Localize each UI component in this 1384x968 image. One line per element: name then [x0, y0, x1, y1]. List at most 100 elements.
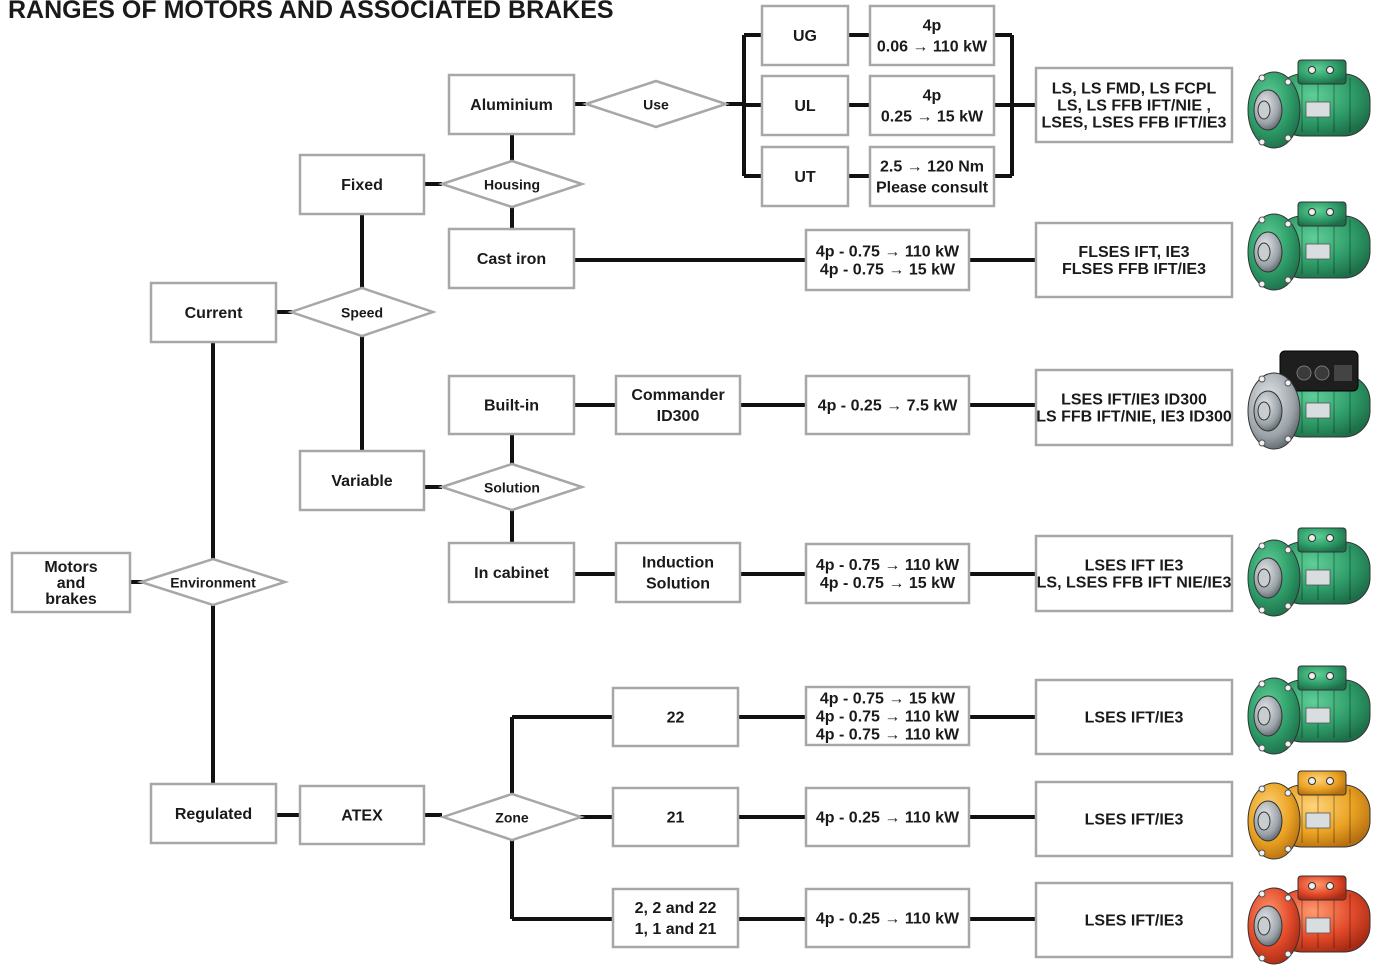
power-cabinet-box-frame: [804, 542, 971, 605]
page-title: RANGES OF MOTORS AND ASSOCIATED BRAKES: [8, 0, 614, 24]
products-cabinet-box-text-1: LS, LSES FFB IFT NIE/IE3: [1037, 575, 1232, 592]
products-zone-multi-box-text-0: LSES IFT/IE3: [1085, 913, 1184, 930]
products-built-in-box-text-1: LS FFB IFT/NIE, IE3 ID300: [1036, 409, 1232, 426]
ut-box-frame: [760, 145, 850, 208]
power-ug-box: 4p0.06 → 110 kW: [868, 4, 996, 67]
motors-and-brakes-box-text-0: Motors: [44, 559, 97, 576]
current-box-frame: [149, 281, 278, 344]
motor-green-image-1: [1247, 59, 1371, 149]
solution-diamond-shape: [437, 462, 587, 512]
environment-diamond-shape: [136, 557, 290, 607]
zone-multi-box: 2, 2 and 22 1, 1 and 21: [611, 887, 740, 949]
cast-iron-box-text-0: Cast iron: [477, 251, 546, 268]
power-ul-box-frame: [868, 74, 996, 137]
products-zone-22-box: LSES IFT/IE3: [1034, 678, 1234, 756]
induction-solution-box-frame: [614, 541, 742, 604]
induction-solution-box-text-1: Solution: [646, 576, 710, 593]
products-cast-iron-box-text-0: FLSES IFT, IE3: [1078, 244, 1189, 261]
ul-box: UL: [760, 74, 850, 137]
products-aluminium-box-frame: [1034, 66, 1234, 144]
power-cast-iron-box-text-0: 4p - 0.75 → 110 kW: [816, 244, 960, 261]
zone-21-box-text-0: 21: [667, 810, 685, 827]
speed-diamond-text-0: Speed: [341, 305, 383, 321]
in-cabinet-box-text-0: In cabinet: [474, 565, 549, 582]
use-diamond-text-0: Use: [643, 97, 669, 113]
ul-box-frame: [760, 74, 850, 137]
power-zone-multi-box-text-0: 4p - 0.25 → 110 kW: [816, 911, 960, 928]
zone-diamond-shape: [439, 792, 585, 842]
speed-diamond-shape: [287, 286, 437, 338]
power-zone-22-box-text-2: 4p - 0.75 → 110 kW: [816, 727, 960, 744]
ug-box: UG: [760, 4, 850, 67]
zone-diamond-text-0: Zone: [495, 810, 529, 826]
built-in-box-frame: [447, 374, 576, 436]
in-cabinet-box: In cabinet: [447, 541, 576, 604]
solution-diamond-text-0: Solution: [484, 480, 540, 496]
ug-box-text-0: UG: [793, 28, 817, 45]
atex-box-frame: [298, 784, 426, 846]
aluminium-box: Aluminium: [447, 73, 576, 136]
products-zone-21-box-text-0: LSES IFT/IE3: [1085, 812, 1184, 829]
products-aluminium-box-text-1: LS, LS FFB IFT/NIE ,: [1057, 98, 1211, 115]
built-in-box: Built-in: [447, 374, 576, 436]
power-cabinet-box-text-1: 4p - 0.75 → 15 kW: [820, 575, 956, 592]
commander-id300-box-text-0: Commander: [631, 387, 724, 404]
zone-multi-box-text-0: 2, 2 and 22: [635, 900, 717, 917]
variable-box-text-0: Variable: [331, 473, 392, 490]
cast-iron-box-frame: [447, 227, 576, 290]
regulated-box-text-0: Regulated: [175, 806, 252, 823]
power-zone-multi-box-frame: [804, 887, 971, 949]
power-ug-box-text-0: 4p: [923, 18, 942, 35]
solution-diamond: Solution: [437, 462, 587, 512]
products-cast-iron-box-text-1: FLSES FFB IFT/IE3: [1062, 261, 1206, 278]
commander-id300-box-text-1: ID300: [657, 408, 700, 425]
motor-green-image-3: [1247, 527, 1371, 617]
power-cast-iron-box-text-1: 4p - 0.75 → 15 kW: [820, 262, 956, 279]
products-cabinet-box-text-0: LSES IFT IE3: [1085, 558, 1184, 575]
zone-22-box-frame: [611, 686, 740, 748]
zone-multi-box-text-1: 1, 1 and 21: [635, 921, 717, 938]
zone-22-box-text-0: 22: [667, 710, 685, 727]
power-zone-21-box-frame: [804, 786, 971, 848]
products-aluminium-box-text-2: LSES, LSES FFB IFT/IE3: [1042, 115, 1227, 132]
motors-and-brakes-box-text-2: brakes: [45, 591, 97, 608]
built-in-box-text-0: Built-in: [484, 398, 539, 415]
products-zone-21-box: LSES IFT/IE3: [1034, 780, 1234, 858]
products-built-in-box-text-0: LSES IFT/IE3 ID300: [1061, 392, 1207, 409]
environment-diamond-text-0: Environment: [170, 575, 256, 591]
regulated-box: Regulated: [149, 782, 278, 845]
variable-box-frame: [298, 449, 426, 512]
induction-solution-box-text-0: Induction: [642, 555, 714, 572]
power-zone-22-box-frame: [804, 685, 971, 747]
power-ut-box-text-0: 2.5 → 120 Nm: [880, 159, 984, 176]
power-zone-21-box: 4p - 0.25 → 110 kW: [804, 786, 971, 848]
power-zone-multi-box: 4p - 0.25 → 110 kW: [804, 887, 971, 949]
power-ut-box-frame: [868, 145, 996, 208]
housing-diamond-text-0: Housing: [484, 177, 540, 193]
products-zone-22-box-text-0: LSES IFT/IE3: [1085, 710, 1184, 727]
power-built-in-box-frame: [804, 374, 971, 436]
ug-box-frame: [760, 4, 850, 67]
power-ug-box-frame: [868, 4, 996, 67]
variable-box: Variable: [298, 449, 426, 512]
fixed-box-frame: [298, 153, 426, 216]
power-built-in-box: 4p - 0.25 → 7.5 kW: [804, 374, 971, 436]
use-diamond: Use: [581, 79, 731, 129]
motor-orange-image: [1247, 770, 1371, 860]
current-box-text-0: Current: [185, 305, 243, 322]
atex-box: ATEX: [298, 784, 426, 846]
aluminium-box-text-0: Aluminium: [470, 97, 553, 114]
cast-iron-box: Cast iron: [447, 227, 576, 290]
housing-diamond: Housing: [437, 159, 587, 209]
aluminium-box-frame: [447, 73, 576, 136]
regulated-box-frame: [149, 782, 278, 845]
